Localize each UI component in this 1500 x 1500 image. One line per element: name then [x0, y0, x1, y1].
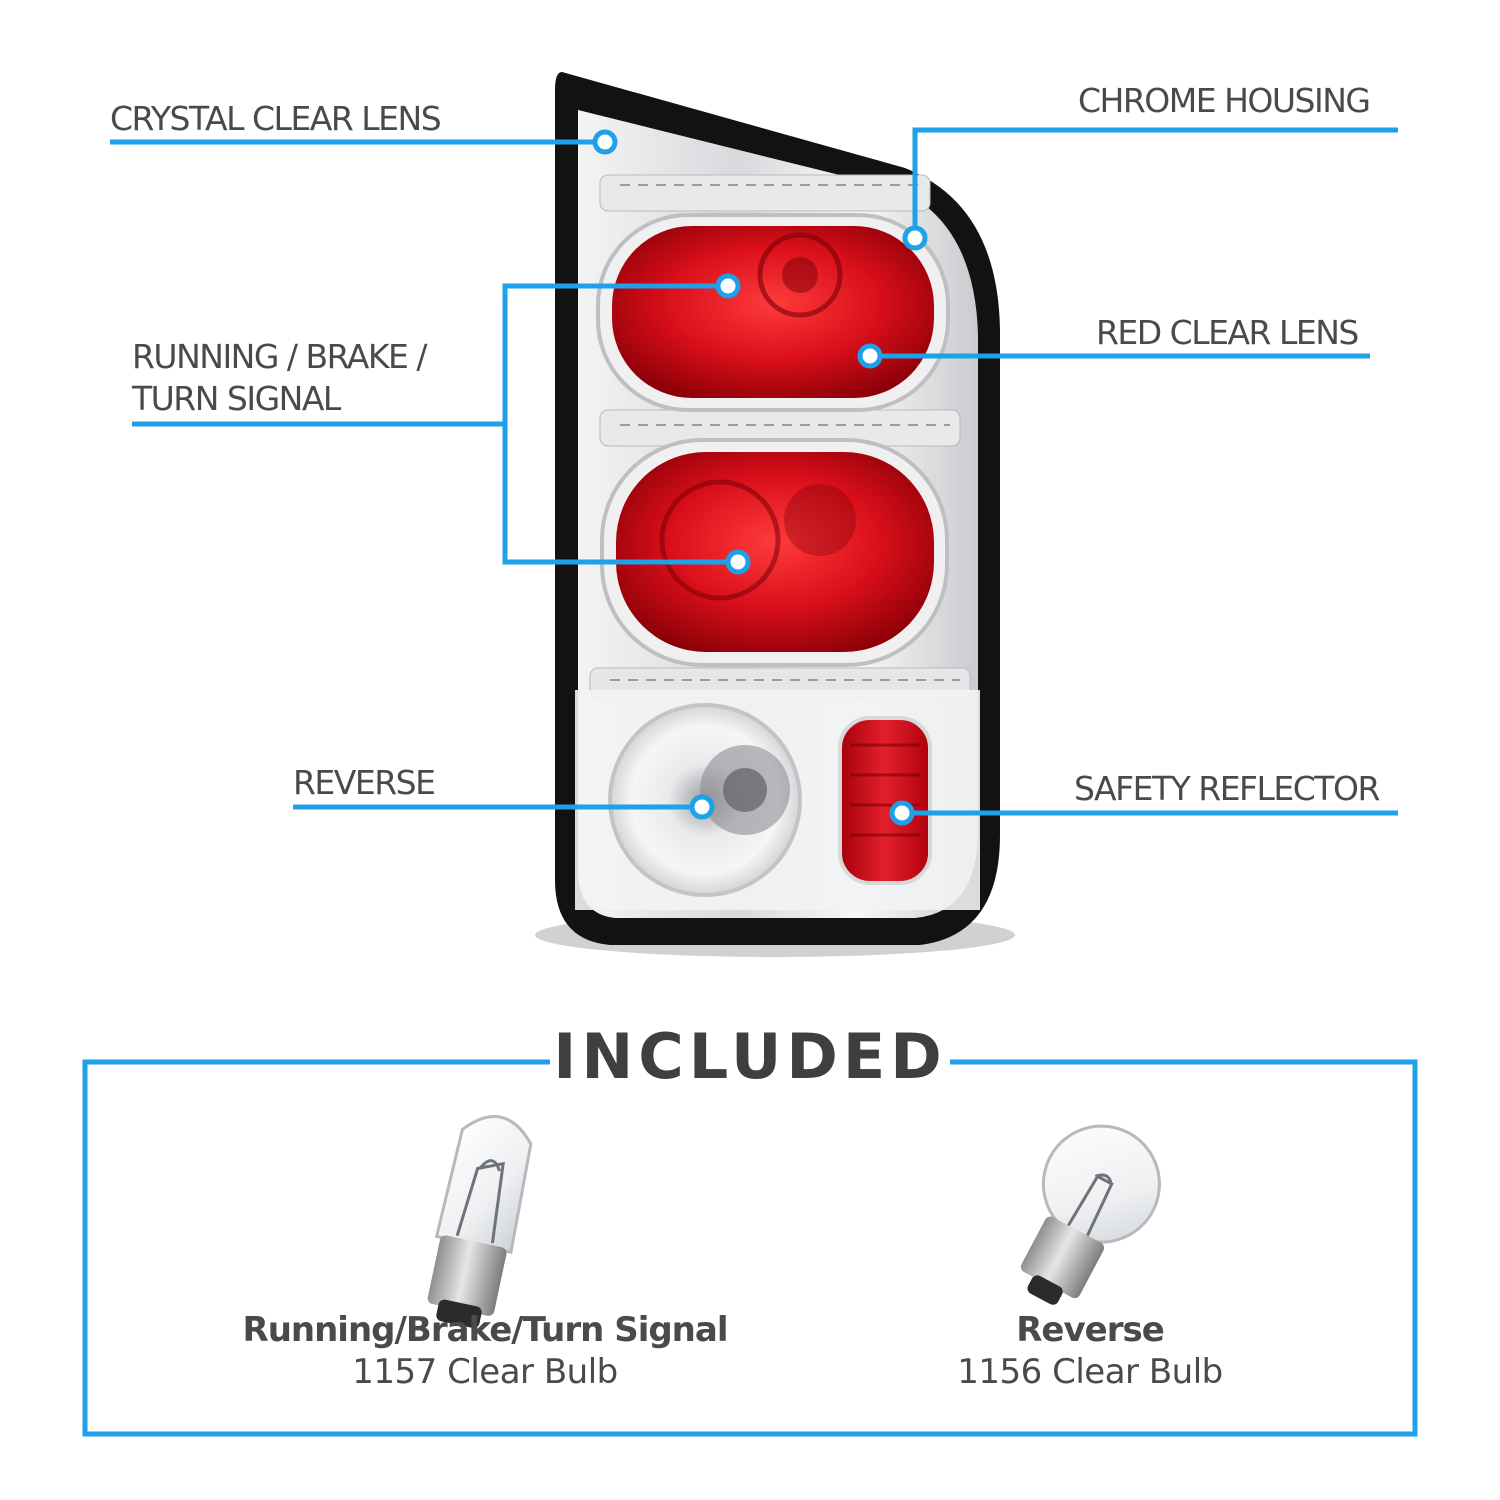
callout-dots — [592, 129, 928, 826]
bulb-1157-image — [427, 1115, 533, 1329]
bulb-1156-image — [1020, 1124, 1161, 1305]
safety-reflector-dot — [889, 800, 915, 826]
running-lower-dot — [725, 549, 751, 575]
callout-lines — [110, 127, 1398, 816]
reverse-label: REVERSE — [293, 763, 436, 802]
bulb-1156-name: Reverse — [1016, 1310, 1165, 1350]
chrome-housing-dot — [902, 225, 928, 251]
safety-reflector-lens — [838, 716, 932, 885]
bulb-1157-name: Running/Brake/Turn Signal — [242, 1310, 729, 1350]
bulb-1156-spec: 1156 Clear Bulb — [957, 1352, 1223, 1392]
chrome-housing-label: CHROME HOUSING — [1078, 81, 1371, 120]
running-brake-leader — [132, 283, 728, 427]
red-clear-lens-label: RED CLEAR LENS — [1096, 313, 1359, 352]
crystal-clear-lens-label: CRYSTAL CLEAR LENS — [110, 99, 442, 138]
included-title: INCLUDED — [550, 1020, 950, 1093]
running-brake-leader-lower — [502, 424, 738, 565]
safety-reflector-label: SAFETY REFLECTOR — [1074, 769, 1380, 808]
red-clear-lens-dot — [857, 343, 883, 369]
tail-light-image — [535, 72, 1015, 957]
reverse-dot — [689, 794, 715, 820]
chrome-housing-leader — [912, 127, 1398, 238]
running-upper-dot — [715, 273, 741, 299]
crystal-clear-lens-dot — [592, 129, 618, 155]
running-brake-label-line1: RUNNING / BRAKE / — [132, 337, 427, 376]
bulb-1157-spec: 1157 Clear Bulb — [352, 1352, 618, 1392]
running-brake-label-line2: TURN SIGNAL — [132, 379, 341, 418]
